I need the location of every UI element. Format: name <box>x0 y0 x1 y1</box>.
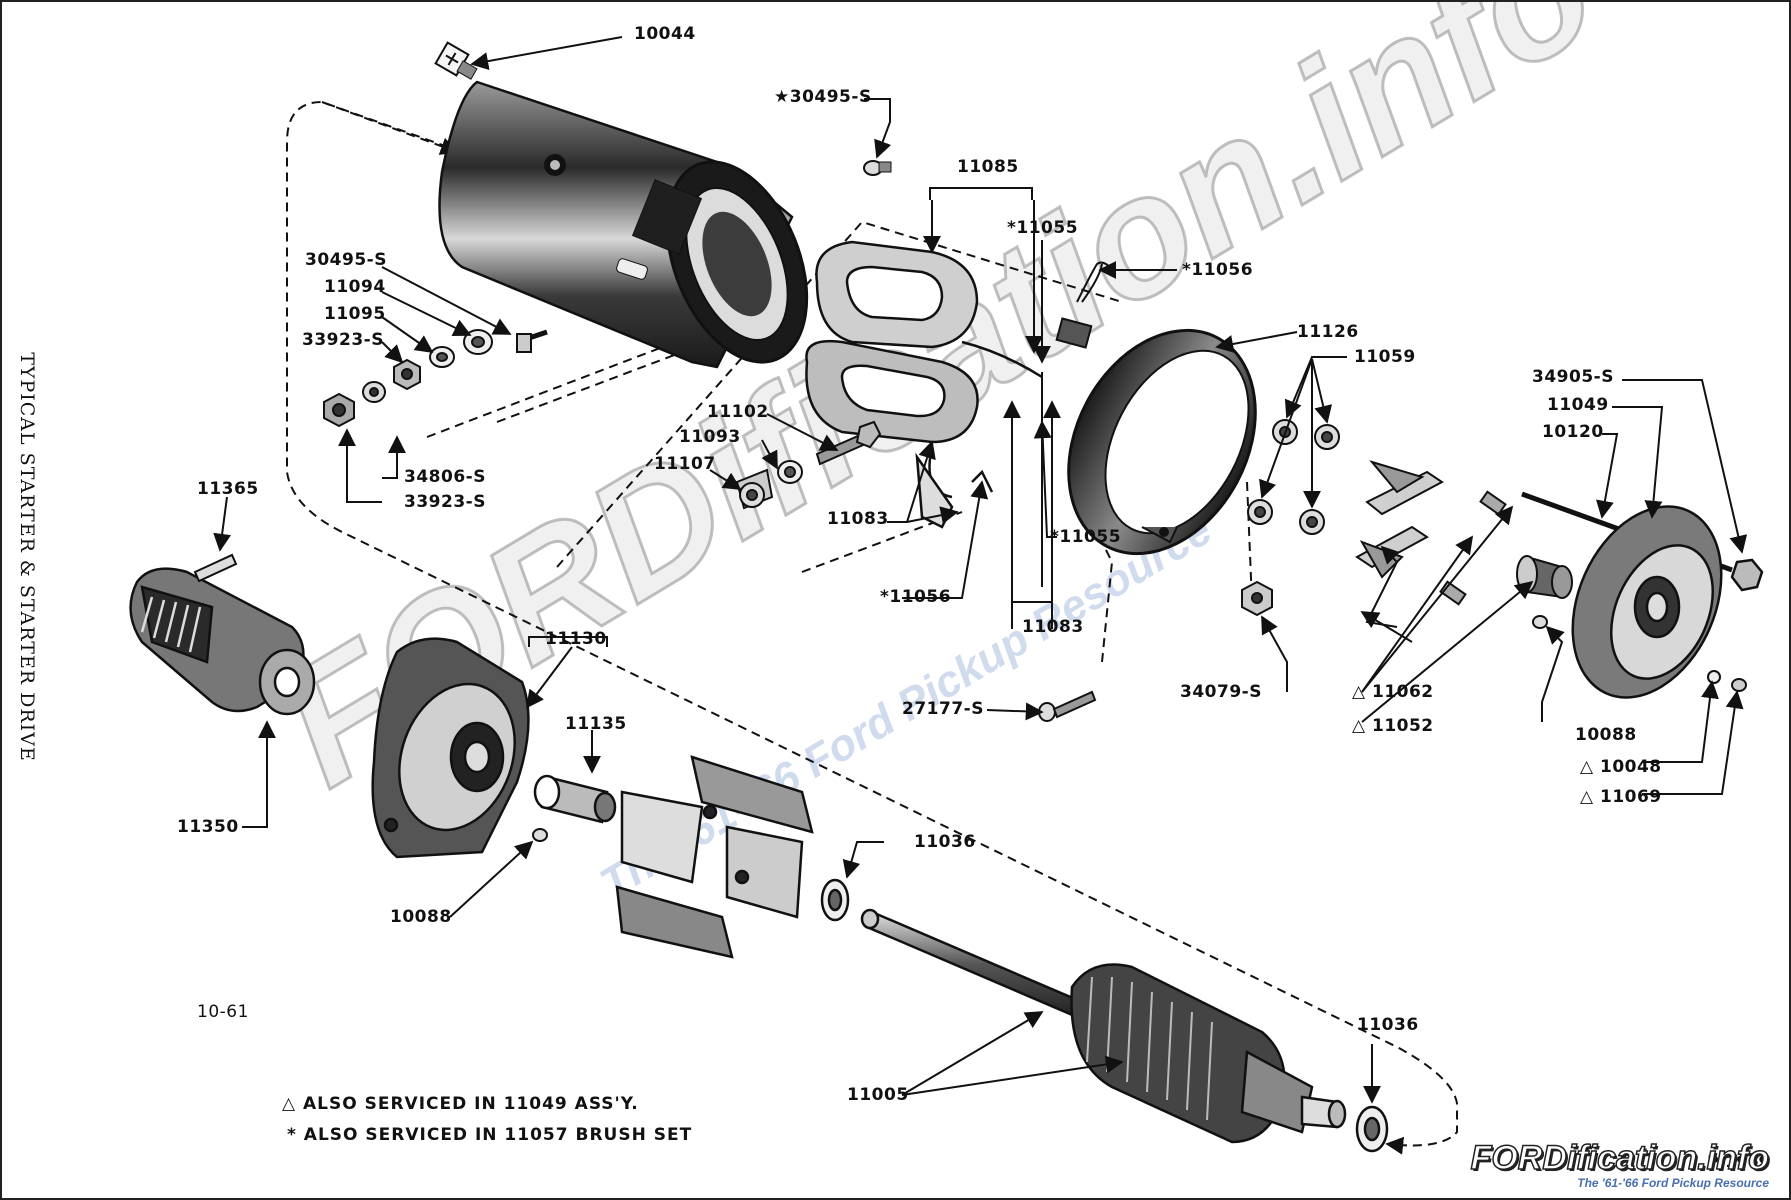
label-11055-bottom: *11055 <box>1050 527 1122 547</box>
reference-code: P-1969 <box>1707 1152 1770 1171</box>
diagram-title: TYPICAL STARTER & STARTER DRIVE <box>16 352 38 762</box>
label-34079-s: 34079-S <box>1180 682 1262 702</box>
label-11036-bottom: 11036 <box>1357 1015 1419 1035</box>
washer-nut-group <box>323 329 548 428</box>
label-11005: 11005 <box>847 1085 909 1105</box>
screw-10044 <box>434 41 478 80</box>
label-11083-left: 11083 <box>827 509 889 529</box>
label-11095: 11095 <box>324 304 386 324</box>
label-10088-left: 10088 <box>390 907 452 927</box>
label-11049: 11049 <box>1547 395 1609 415</box>
label-11130: 11130 <box>545 629 607 649</box>
brush-holders <box>1355 460 1444 579</box>
label-11036-top: 11036 <box>914 832 976 852</box>
label-34905-s: 34905-S <box>1532 367 1614 387</box>
label-11365: 11365 <box>197 479 259 499</box>
label-11062: △ 11062 <box>1352 682 1434 702</box>
label-11093: 11093 <box>679 427 741 447</box>
label-11107: 11107 <box>654 454 716 474</box>
pin-11365 <box>193 553 238 583</box>
label-11135: 11135 <box>565 714 627 734</box>
field-frame-housing <box>438 80 809 369</box>
bushing-11135 <box>533 774 617 824</box>
starter-drive-11350 <box>129 567 316 716</box>
insulators-11062 <box>1439 490 1507 606</box>
cover-band-11126 <box>1067 328 1257 556</box>
screw-27177-s <box>1038 690 1097 722</box>
label-30495-s-star: ★30495-S <box>774 87 872 107</box>
bushing-11052 <box>1516 555 1573 599</box>
label-11102: 11102 <box>707 402 769 422</box>
label-11126: 11126 <box>1297 322 1359 342</box>
logo-text: FORDification.info <box>1470 1139 1770 1177</box>
label-11056-bottom: *11056 <box>880 587 952 607</box>
armature-11005 <box>860 908 1347 1144</box>
label-11055-top: *11055 <box>1007 218 1079 238</box>
pole-shoes <box>615 755 814 959</box>
terminal-bolt-11102 <box>735 420 882 510</box>
label-10044: 10044 <box>634 24 696 44</box>
label-10048: △ 10048 <box>1580 757 1662 777</box>
end-plate-11049 <box>1521 491 1764 699</box>
label-11350: 11350 <box>177 817 239 837</box>
label-10120: 10120 <box>1542 422 1604 442</box>
screw-10088-left <box>532 828 548 842</box>
label-33923-s-top: 33923-S <box>302 330 384 350</box>
nut-34079-s <box>1241 580 1273 617</box>
label-11083-bottom: 11083 <box>1022 617 1084 637</box>
label-30495-s: 30495-S <box>305 250 387 270</box>
leader-lines <box>213 36 1748 1104</box>
label-11069: △ 11069 <box>1580 787 1662 807</box>
label-11094: 11094 <box>324 277 386 297</box>
logo-tagline: The '61-'66 Ford Pickup Resource <box>1577 1176 1769 1190</box>
brush-11056-top <box>1055 261 1111 349</box>
site-logo: FORDification.info The '61-'66 Ford Pick… <box>1470 1139 1770 1190</box>
label-10088-right: 10088 <box>1575 725 1637 745</box>
label-11056-top: *11056 <box>1182 260 1254 280</box>
screw-30495-s-star <box>863 160 892 176</box>
note-triangle: △ ALSO SERVICED IN 11049 ASS'Y. <box>282 1094 639 1114</box>
label-34806-s: 34806-S <box>404 467 486 487</box>
label-11085: 11085 <box>957 157 1019 177</box>
figure-number: 10-61 <box>197 1002 249 1022</box>
drive-end-housing-11130 <box>371 637 530 859</box>
washer-11036-top <box>820 878 850 922</box>
brush-springs-11059 <box>1247 419 1340 535</box>
label-27177-s: 27177-S <box>902 699 984 719</box>
label-33923-s-bottom: 33923-S <box>404 492 486 512</box>
washer-11036-bottom <box>1355 1105 1389 1153</box>
label-11059: 11059 <box>1354 347 1416 367</box>
field-coils <box>805 240 1043 529</box>
note-star: * ALSO SERVICED IN 11057 BRUSH SET <box>287 1125 693 1145</box>
label-11052: △ 11052 <box>1352 716 1434 736</box>
